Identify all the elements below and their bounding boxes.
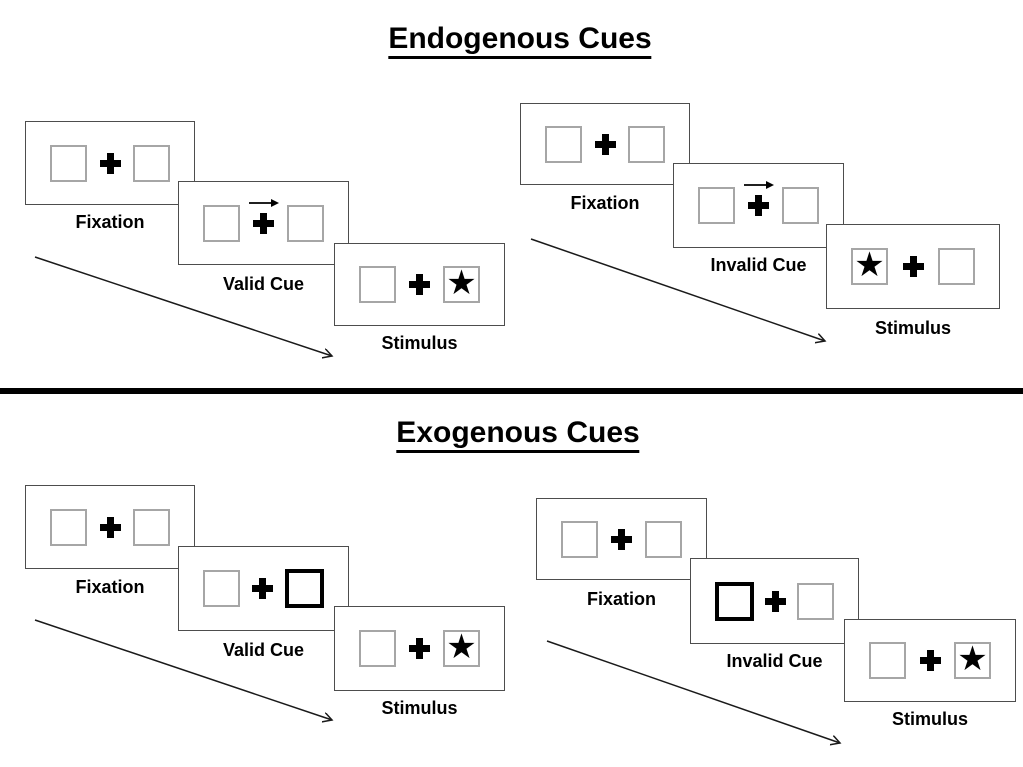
stimulus-label: Stimulus xyxy=(874,318,951,338)
center-area xyxy=(87,486,133,568)
center-area xyxy=(396,607,443,690)
fixation-cross-icon xyxy=(594,133,616,155)
left-box xyxy=(203,204,240,242)
center-area xyxy=(888,225,938,308)
fixation-cross-icon xyxy=(748,195,769,216)
fixation-cross-icon xyxy=(611,528,632,550)
right-box: ★ xyxy=(443,630,480,667)
cue-panel xyxy=(178,181,349,265)
stimulus-panel: ★ xyxy=(334,243,505,326)
star-icon: ★ xyxy=(446,262,477,303)
fixation-panel xyxy=(25,485,195,569)
stimulus-panel: ★ xyxy=(844,619,1016,702)
right-box xyxy=(133,508,170,546)
fixation-label: Fixation xyxy=(75,212,145,232)
left-box xyxy=(50,508,87,546)
cue-label: Valid Cue xyxy=(222,640,305,660)
left-box: ★ xyxy=(851,248,888,285)
right-box xyxy=(133,144,170,182)
cue-label: Invalid Cue xyxy=(726,651,823,671)
fixation-cross-icon xyxy=(99,516,121,538)
fixation-cross-icon xyxy=(252,578,273,599)
left-box xyxy=(50,144,87,182)
left-box xyxy=(545,125,582,163)
right-box xyxy=(797,582,834,620)
left-box xyxy=(359,630,396,667)
center-area xyxy=(754,559,797,643)
center-area xyxy=(906,620,954,701)
center-area xyxy=(598,499,645,579)
sequence-arrow-endogenous-invalid xyxy=(530,238,825,341)
right-arrow-icon xyxy=(248,199,279,207)
right-box xyxy=(287,204,324,242)
stimulus-panel: ★ xyxy=(334,606,505,691)
left-box-highlighted-cue xyxy=(715,581,754,621)
left-box xyxy=(359,266,396,303)
sequence-arrow-endogenous-valid xyxy=(34,256,332,356)
center-area xyxy=(396,244,443,325)
center-area xyxy=(240,182,287,264)
left-box xyxy=(698,187,735,224)
center-area xyxy=(240,547,285,630)
cue-label: Invalid Cue xyxy=(710,255,807,275)
cue-panel xyxy=(178,546,349,631)
sequence-arrow-exogenous-invalid xyxy=(546,640,840,743)
fixation-label: Fixation xyxy=(586,589,656,609)
fixation-panel xyxy=(25,121,195,205)
center-area xyxy=(582,104,628,184)
fixation-cross-icon xyxy=(919,650,941,671)
right-box: ★ xyxy=(443,266,480,303)
star-icon: ★ xyxy=(854,244,885,285)
stimulus-label: Stimulus xyxy=(381,698,458,718)
right-box xyxy=(782,187,819,224)
right-arrow-icon xyxy=(743,181,774,189)
fixation-cross-icon xyxy=(409,638,430,659)
fixation-cross-icon xyxy=(902,256,924,277)
stimulus-panel: ★ xyxy=(826,224,1000,309)
fixation-cross-icon xyxy=(253,212,274,234)
fixation-cross-icon xyxy=(765,590,786,612)
fixation-label: Fixation xyxy=(570,193,640,213)
left-box xyxy=(869,642,906,679)
left-box xyxy=(561,520,598,558)
fixation-panel xyxy=(536,498,707,580)
fixation-label: Fixation xyxy=(75,577,145,597)
right-box: ★ xyxy=(954,642,991,679)
exogenous-title: Exogenous Cues xyxy=(396,416,640,453)
left-box xyxy=(203,570,240,607)
star-icon: ★ xyxy=(957,638,988,679)
fixation-panel xyxy=(520,103,690,185)
center-area xyxy=(735,164,782,247)
cue-label: Valid Cue xyxy=(222,274,305,294)
stimulus-label: Stimulus xyxy=(381,333,458,353)
stimulus-label: Stimulus xyxy=(891,709,968,729)
right-box xyxy=(645,520,682,558)
fixation-cross-icon xyxy=(409,274,430,295)
cue-panel xyxy=(673,163,844,248)
center-area xyxy=(87,122,133,204)
right-box-highlighted-cue xyxy=(285,569,324,608)
fixation-cross-icon xyxy=(99,152,121,174)
cue-panel xyxy=(690,558,859,644)
endogenous-title: Endogenous Cues xyxy=(388,22,652,59)
star-icon: ★ xyxy=(446,626,477,667)
sequence-arrow-exogenous-valid xyxy=(34,619,332,720)
right-box xyxy=(938,248,975,285)
section-divider xyxy=(0,388,1023,394)
right-box xyxy=(628,125,665,163)
